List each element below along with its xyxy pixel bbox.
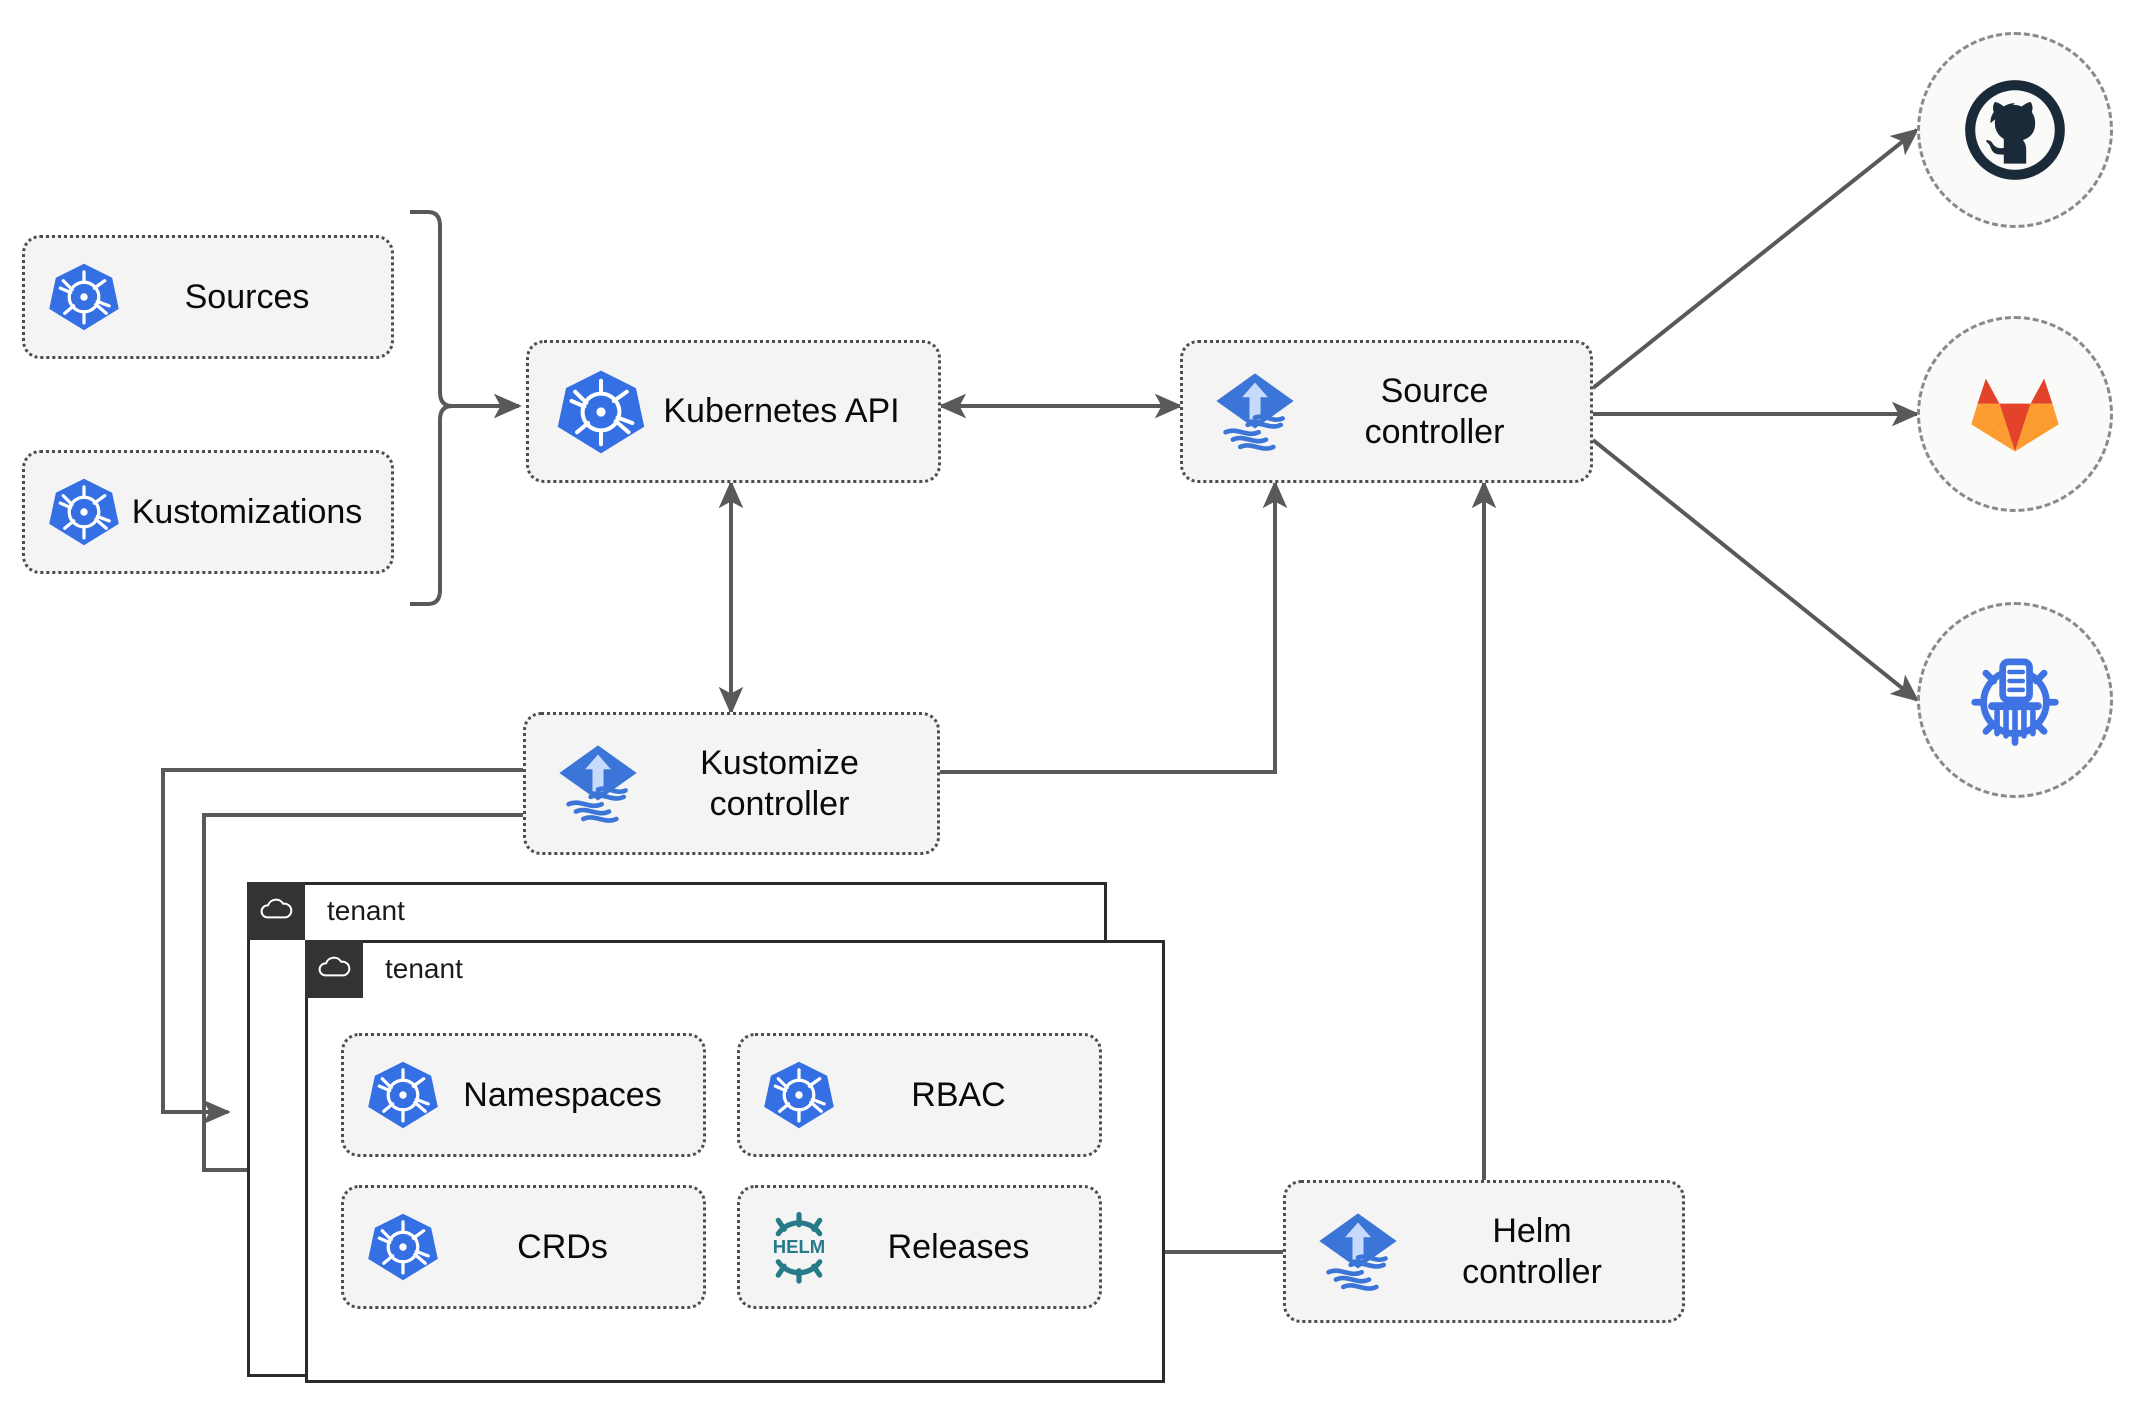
tenant-label: tenant bbox=[327, 895, 405, 926]
edge-source-github bbox=[1591, 128, 1920, 390]
tenant-tab-back: tenant bbox=[247, 882, 405, 940]
node-label: Kustomizations bbox=[131, 492, 363, 531]
provider-github[interactable] bbox=[1917, 32, 2113, 228]
tenant-container-front[interactable]: tenant bbox=[305, 940, 1165, 1383]
flux-icon bbox=[1209, 366, 1301, 458]
node-namespaces[interactable]: Namespaces bbox=[341, 1033, 706, 1157]
edge-source-bucket bbox=[1591, 438, 1920, 702]
node-kubernetes-api[interactable]: Kubernetes API bbox=[526, 340, 941, 483]
node-label: RBAC bbox=[911, 1075, 1006, 1114]
node-label: Source controller bbox=[1364, 372, 1505, 451]
node-label: Helm controller bbox=[1462, 1212, 1602, 1291]
node-label: Kubernetes API bbox=[663, 392, 900, 431]
kubernetes-icon bbox=[555, 366, 647, 458]
github-icon bbox=[1965, 80, 2065, 180]
tenant-tab-front: tenant bbox=[305, 940, 463, 998]
flux-icon bbox=[552, 738, 644, 830]
provider-gitlab[interactable] bbox=[1917, 316, 2113, 512]
node-label: Releases bbox=[887, 1227, 1030, 1266]
node-label: Sources bbox=[184, 277, 310, 316]
bucket-icon bbox=[1971, 658, 2059, 746]
tenant-label: tenant bbox=[385, 953, 463, 984]
edge-kustomize-source bbox=[940, 480, 1288, 774]
node-sources[interactable]: Sources bbox=[22, 235, 394, 359]
node-kustomize-controller[interactable]: Kustomize controller bbox=[523, 712, 940, 855]
node-helm-controller[interactable]: Helm controller bbox=[1283, 1180, 1685, 1323]
gitlab-icon bbox=[1971, 378, 2059, 452]
node-kustomizations[interactable]: Kustomizations bbox=[22, 450, 394, 574]
kubernetes-icon bbox=[366, 1058, 440, 1132]
kubernetes-icon bbox=[47, 475, 121, 549]
node-rbac[interactable]: RBAC bbox=[737, 1033, 1102, 1157]
kubernetes-icon bbox=[47, 260, 121, 334]
flux-icon bbox=[1312, 1206, 1404, 1298]
node-label: CRDs bbox=[517, 1227, 608, 1266]
node-label: Kustomize controller bbox=[700, 744, 859, 823]
node-releases[interactable]: HELM Releases bbox=[737, 1185, 1102, 1309]
kubernetes-icon bbox=[762, 1058, 836, 1132]
cloud-icon bbox=[247, 882, 305, 940]
svg-text:HELM: HELM bbox=[773, 1236, 825, 1257]
node-source-controller[interactable]: Source controller bbox=[1180, 340, 1593, 483]
edge-resources-bracket bbox=[410, 210, 453, 606]
node-crds[interactable]: CRDs bbox=[341, 1185, 706, 1309]
kubernetes-icon bbox=[366, 1210, 440, 1284]
node-label: Namespaces bbox=[463, 1075, 662, 1114]
helm-icon: HELM bbox=[762, 1210, 836, 1284]
cloud-icon bbox=[305, 940, 363, 998]
provider-bucket[interactable] bbox=[1917, 602, 2113, 798]
